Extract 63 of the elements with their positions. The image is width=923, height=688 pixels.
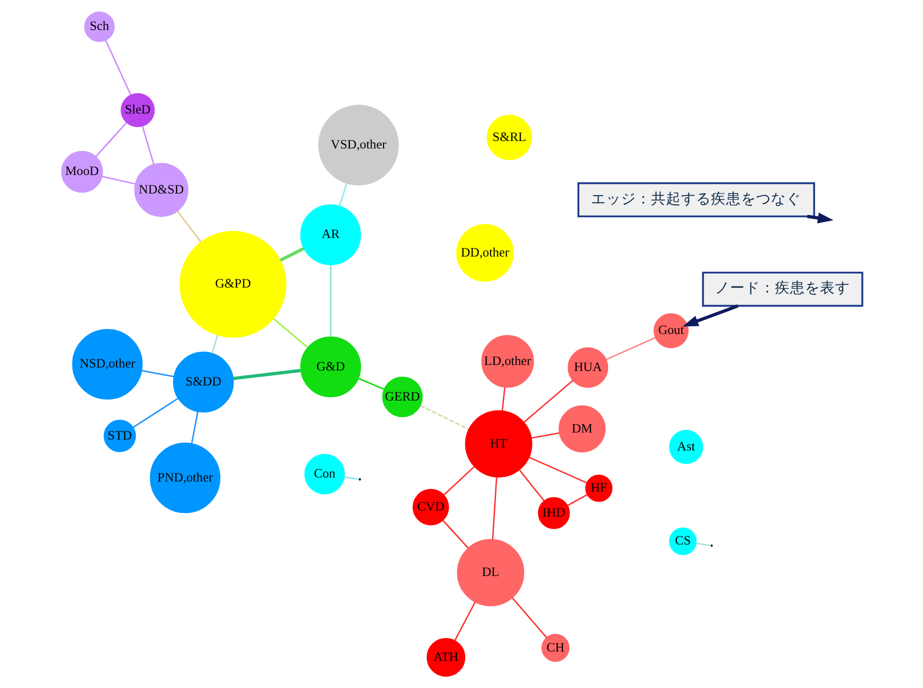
connector xyxy=(442,520,468,548)
connector xyxy=(518,469,544,502)
node-circle: LD,other xyxy=(480,335,534,388)
node-circle: PND,other xyxy=(149,442,220,514)
connector xyxy=(329,265,331,337)
node-circle: CS xyxy=(668,528,696,556)
node-circle: AR xyxy=(300,204,361,266)
connector xyxy=(232,368,300,380)
connector xyxy=(104,40,131,96)
connector xyxy=(511,597,546,638)
connector xyxy=(101,176,135,185)
node-circle: Sch xyxy=(84,12,114,42)
node-circle: IHD xyxy=(537,497,570,530)
node-circle: GERD xyxy=(382,376,422,418)
node-circle: G&PD xyxy=(179,230,286,338)
node-circle: S&RL xyxy=(486,114,532,160)
node-circle: ATH xyxy=(426,638,465,677)
node-circle: G&D xyxy=(300,336,361,398)
connector xyxy=(605,337,656,360)
node-circle: DM xyxy=(558,405,606,452)
node-circle: HT xyxy=(464,410,532,478)
node-circle: STD xyxy=(103,420,136,452)
connector xyxy=(696,542,711,546)
node-circle: Gout xyxy=(653,313,688,348)
node-circle: ND&SD xyxy=(134,162,188,217)
connector xyxy=(492,477,497,540)
connector xyxy=(420,405,468,430)
connector xyxy=(141,126,154,164)
connector xyxy=(190,412,198,444)
node-box: ノード：疾患を表す xyxy=(702,272,863,307)
connector xyxy=(140,370,174,378)
node-circle: NSD,other xyxy=(72,329,142,400)
node-circle: Ast xyxy=(668,430,703,464)
connector xyxy=(442,466,474,496)
connector xyxy=(523,380,573,423)
connector xyxy=(279,246,304,262)
node-circle: Con xyxy=(304,454,344,494)
node-circle: HF xyxy=(584,474,612,502)
node-circle: HUA xyxy=(567,347,608,388)
node-box: エッジ：共起する疾患をつなぐ xyxy=(576,182,815,218)
arrow xyxy=(682,304,738,326)
connector xyxy=(176,210,201,242)
connector xyxy=(338,183,347,206)
node-circle: DL xyxy=(456,539,524,606)
node-circle: CH xyxy=(540,634,569,662)
connector xyxy=(272,318,308,348)
connector xyxy=(132,398,178,428)
connector xyxy=(344,476,359,480)
connector xyxy=(358,378,384,390)
connector xyxy=(94,122,126,158)
node-circle: DD,other xyxy=(456,224,514,282)
connector xyxy=(454,602,476,641)
node-circle: MooD xyxy=(60,150,102,193)
connector xyxy=(210,334,218,354)
connector xyxy=(566,494,588,506)
connector xyxy=(528,456,586,484)
node-circle: SleD xyxy=(120,93,154,128)
node-circle: CVD xyxy=(412,488,448,526)
connector xyxy=(530,432,559,439)
connector xyxy=(501,387,505,411)
node-circle: S&DD xyxy=(172,352,234,412)
node-circle: VSD,other xyxy=(318,104,398,186)
arrow xyxy=(806,212,833,224)
